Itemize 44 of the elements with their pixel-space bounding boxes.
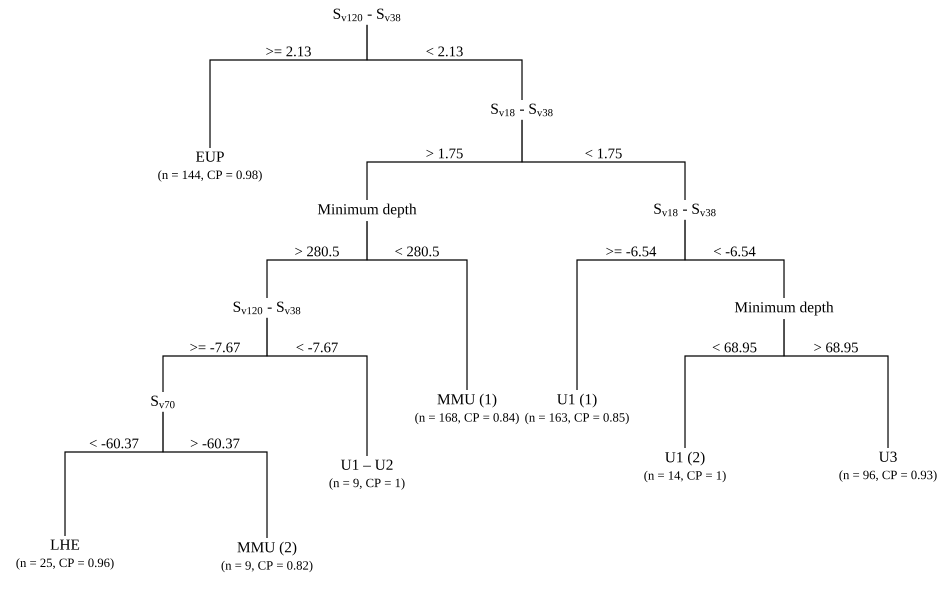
edge-label: >= 2.13 <box>266 46 311 56</box>
sample-stats: (n = 9, CP = 1) <box>329 478 405 490</box>
edge-label: < -7.67 <box>296 342 338 352</box>
sample-stats: (n = 163, CP = 0.85) <box>525 412 629 424</box>
edge-label: >= -7.67 <box>190 342 240 352</box>
edge-label: < 280.5 <box>395 246 439 256</box>
edge-label: > -60.37 <box>190 438 240 448</box>
class-label: U3 <box>878 452 897 462</box>
split-label: Minimum depth <box>734 302 834 316</box>
sample-stats: (n = 14, CP = 1) <box>644 470 726 482</box>
split-label: S$_{v120}$ - S$_{v38}$ <box>334 8 400 22</box>
branch-line <box>521 120 686 200</box>
branch-line <box>162 412 268 538</box>
edge-label: >= -6.54 <box>606 246 656 256</box>
class-label: MMU (2) <box>237 542 296 556</box>
class-label: U1 (2) <box>665 452 705 466</box>
sample-stats: (n = 144, CP = 0.98) <box>158 170 262 182</box>
branch-line <box>266 318 368 456</box>
branch-line <box>366 221 468 390</box>
edge-label: < 68.95 <box>712 342 756 352</box>
class-label: LHE <box>50 540 80 550</box>
edge-label: < -60.37 <box>90 438 138 448</box>
edge-label: > 68.95 <box>814 342 858 352</box>
sample-stats: (n = 96, CP = 0.93) <box>839 470 937 482</box>
split-label: S$_{v120}$ - S$_{v38}$ <box>234 302 300 314</box>
split-label: S$_{v18}$ - S$_{v38}$ <box>654 204 716 216</box>
edge-label: < -6.54 <box>714 246 756 256</box>
edge-label: > 280.5 <box>295 246 339 256</box>
class-label: U1 – U2 <box>340 460 393 470</box>
edge-label: < 2.13 <box>426 46 463 56</box>
edge-label: > 1.75 <box>426 148 463 158</box>
sample-stats: (n = 9, CP = 0.82) <box>222 560 312 572</box>
split-label: Minimum depth <box>318 204 416 218</box>
branch-line <box>783 319 889 448</box>
edge-label: < 1.75 <box>585 148 622 158</box>
split-label: S$_{v18}$ - S$_{v38}$ <box>491 104 553 116</box>
class-label: EUP <box>196 152 224 162</box>
branch-line <box>684 220 785 298</box>
branch-line <box>366 24 523 100</box>
sample-stats: (n = 25, CP = 0.96) <box>16 558 114 570</box>
sample-stats: (n = 168, CP = 0.84) <box>415 412 519 424</box>
class-label: U1 (1) <box>557 394 597 408</box>
class-label: MMU (1) <box>437 394 496 408</box>
split-label: S$_{v70}$ <box>151 396 175 408</box>
